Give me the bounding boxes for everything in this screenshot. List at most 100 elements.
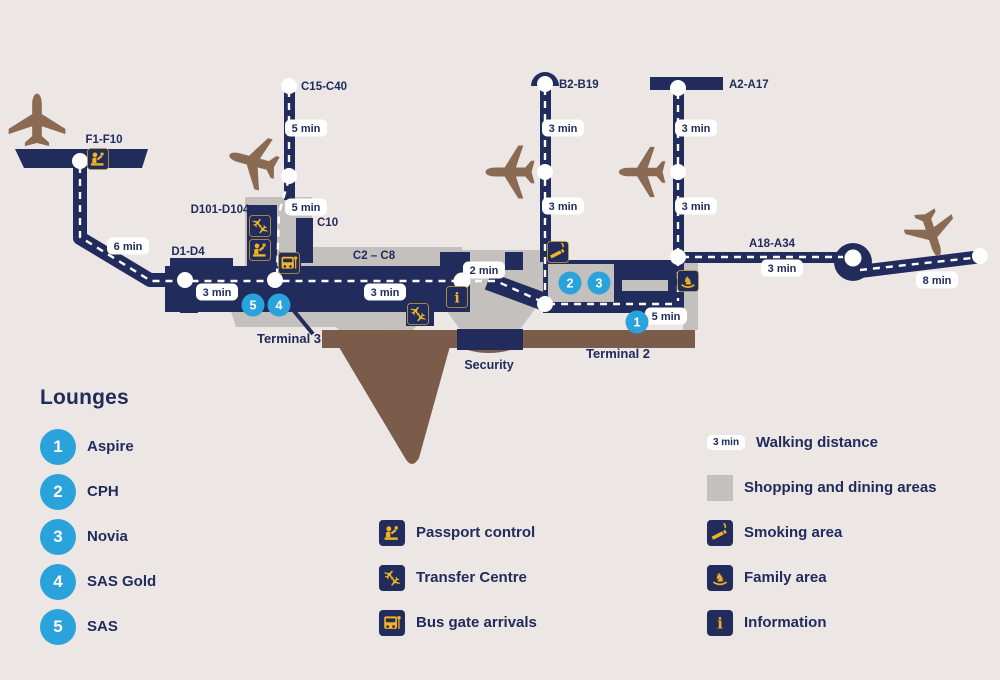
walk-time-f: 6 min (107, 237, 149, 255)
lounge-name: SAS Gold (87, 573, 157, 590)
lounge-name: Aspire (87, 438, 134, 455)
route-node-dot (72, 153, 88, 169)
legend-label: Family area (744, 569, 827, 586)
security-block (457, 329, 523, 350)
lounge-number-badge: 3 (40, 518, 76, 555)
shopping-area-swatch (707, 474, 733, 501)
legend-item-walking-distance: 3 min Walking distance (707, 420, 937, 465)
lounge-legend-item: 1 Aspire (40, 424, 156, 469)
svg-text:3 min: 3 min (682, 201, 711, 213)
route-node-dot (537, 296, 553, 312)
bus-gate-arrivals-icon (379, 609, 405, 636)
legend-item-information: Information (707, 600, 937, 645)
legend-item-passport-control: Passport control (379, 510, 537, 555)
transfer-centre-icon (249, 215, 271, 237)
gate-label-c2-c8: C2 – C8 (353, 250, 396, 262)
svg-text:6 min: 6 min (114, 241, 143, 253)
route-node-dot (670, 249, 686, 265)
legend-label: Smoking area (744, 524, 843, 541)
svg-text:5 min: 5 min (292, 202, 321, 214)
lounges-legend: Lounges 1 Aspire 2 CPH 3 Novia 4 SAS Gol… (40, 386, 156, 649)
map-facility-icons (87, 148, 699, 325)
smoking-area-icon (707, 519, 733, 546)
lounge-name: SAS (87, 618, 118, 635)
route-node-dot (972, 248, 988, 264)
airplane-icon (485, 145, 535, 199)
route-node-dot (670, 80, 686, 96)
svg-text:1: 1 (634, 316, 641, 330)
transfer-centre-icon (407, 303, 429, 325)
route-node-dot (281, 168, 297, 184)
lounges-title: Lounges (40, 386, 129, 409)
passport-control-icon (379, 519, 405, 546)
lounge-number-badge: 1 (40, 428, 76, 465)
svg-text:5 min: 5 min (652, 311, 681, 323)
route-node-dot (537, 76, 553, 92)
svg-text:5 min: 5 min (292, 123, 321, 135)
walk-time-east: 8 min (916, 271, 958, 289)
gate-label-f: F1-F10 (85, 134, 122, 146)
lounge-marker-novia: 3 (587, 271, 611, 295)
security-label: Security (464, 358, 513, 372)
lounge-legend-item: 4 SAS Gold (40, 559, 156, 604)
walk-time-b-upper: 3 min (542, 119, 584, 137)
gate-label-d1: D1-D4 (171, 246, 205, 258)
route-nodes (72, 76, 988, 312)
lounge-number-badge: 4 (40, 563, 76, 600)
information-icon (446, 286, 468, 308)
gate-label-a18: A18-A34 (749, 238, 796, 250)
family-area-icon (707, 564, 733, 591)
svg-text:4: 4 (276, 299, 283, 313)
svg-text:3 min: 3 min (371, 287, 400, 299)
svg-text:3 min: 3 min (549, 201, 578, 213)
walk-time-d: 3 min (196, 283, 238, 301)
svg-text:3 min: 3 min (203, 287, 232, 299)
terminal2-label: Terminal 2 (586, 346, 650, 361)
walk-time-a-upper: 3 min (675, 119, 717, 137)
svg-text:3: 3 (596, 277, 603, 291)
lounge-legend-item: 2 CPH (40, 469, 156, 514)
lounge-name: CPH (87, 483, 119, 500)
lounge-number-badge: 2 (40, 473, 76, 510)
walk-time-c-lower: 5 min (285, 198, 327, 216)
lounge-name: Novia (87, 528, 128, 545)
walk-time-mid: 3 min (364, 283, 406, 301)
legend-label: Bus gate arrivals (416, 614, 537, 631)
passport-control-icon (249, 239, 271, 261)
legend-item-smoking-area: Smoking area (707, 510, 937, 555)
walking-distance-pill: 3 min (707, 435, 745, 450)
lounge-marker-sas-gold: 4 (267, 293, 291, 317)
walk-time-t2: 5 min (645, 307, 687, 325)
gate-label-d101: D101-D104 (191, 204, 250, 216)
gate-label-b: B2-B19 (559, 79, 599, 91)
walk-time-center: 2 min (463, 261, 505, 279)
information-icon (707, 609, 733, 636)
walk-time-a18: 3 min (761, 259, 803, 277)
legend-facilities-right: 3 min Walking distance Shopping and dini… (707, 420, 937, 645)
route-node-dot (177, 272, 193, 288)
walk-time-a-lower: 3 min (675, 197, 717, 215)
airplane-icon (222, 129, 284, 194)
svg-text:5: 5 (250, 299, 257, 313)
lounge-number-badge: 5 (40, 608, 76, 645)
route-node-dot (537, 164, 553, 180)
lounge-marker-aspire: 1 (625, 310, 649, 334)
svg-text:2 min: 2 min (470, 265, 499, 277)
lounge-markers: 1 2 3 4 5 (241, 271, 649, 334)
lounge-marker-cph: 2 (558, 271, 582, 295)
lounge-legend-item: 3 Novia (40, 514, 156, 559)
legend-facilities-left: Passport control Transfer Centre Bus gat… (379, 510, 537, 645)
gate-label-c-top: C15-C40 (301, 81, 347, 93)
lounge-legend-item: 5 SAS (40, 604, 156, 649)
svg-text:3 min: 3 min (549, 123, 578, 135)
airplane-icons (8, 93, 963, 264)
legend-item-family-area: Family area (707, 555, 937, 600)
gate-label-a-top: A2-A17 (729, 79, 769, 91)
route-node-dot (267, 272, 283, 288)
legend-item-transfer-centre: Transfer Centre (379, 555, 537, 600)
walk-time-b-lower: 3 min (542, 197, 584, 215)
passport-control-icon (87, 148, 109, 170)
terminal3-label: Terminal 3 (257, 331, 321, 346)
legend-label: Walking distance (756, 434, 878, 451)
